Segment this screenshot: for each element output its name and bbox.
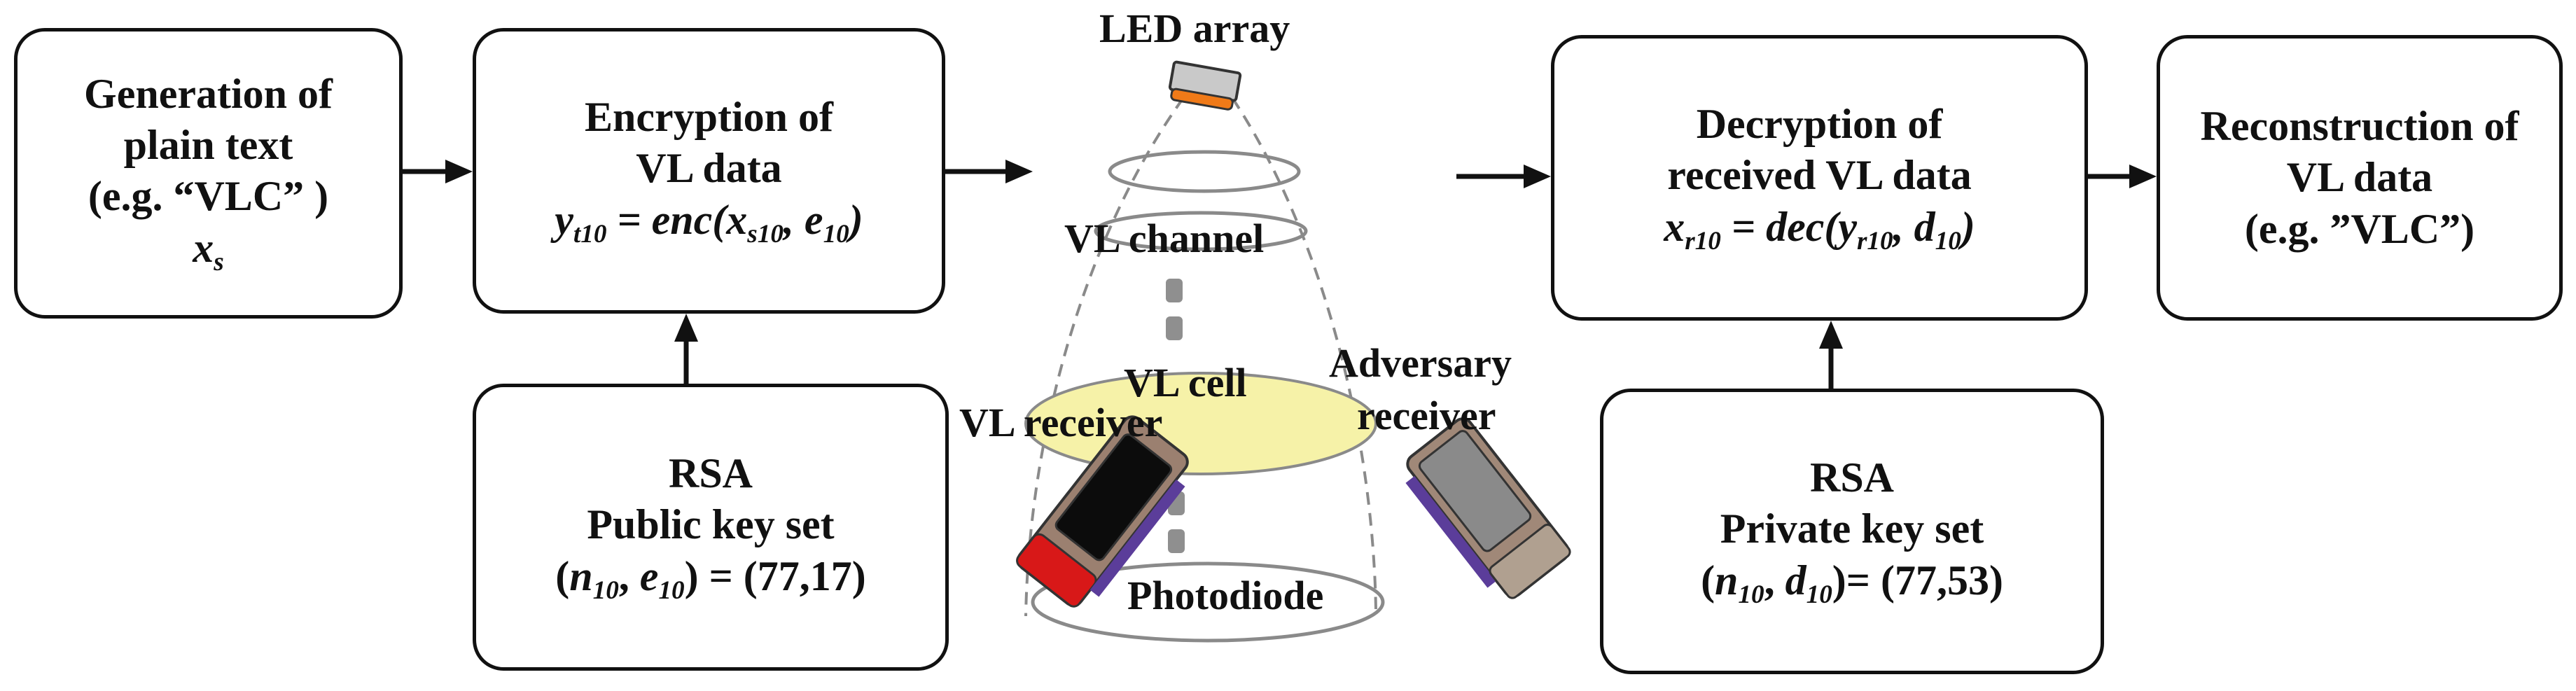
arrow-channel-to-decrypt [1456, 165, 1551, 188]
deq-d-sub: 10 [1935, 226, 1961, 256]
vl-receiver-phone-icon [1016, 415, 1189, 608]
plaintext-symbol: xs [193, 223, 223, 278]
deq-close: ) [1961, 203, 1975, 250]
decryption-box: Decryption of received VL data xr10 = de… [1551, 35, 2088, 321]
sk-n-sub: 10 [1738, 580, 1764, 609]
deq-y-sub: r10 [1856, 226, 1893, 256]
plaintext-line2: plain text [123, 122, 293, 169]
eq-e-sub: 10 [823, 219, 849, 249]
encryption-box: Encryption of VL data yt10 = enc(xs10, e… [473, 28, 945, 314]
reconstruction-line1: Reconstruction of [2200, 103, 2519, 150]
eq-y: y [555, 196, 573, 243]
pk-e-sub: 10 [658, 575, 685, 605]
reconstruction-line3: (e.g. ”VLC”) [2244, 205, 2475, 252]
deq-dec: = dec( [1720, 203, 1839, 250]
reconstruction-box: Reconstruction of VL data (e.g. ”VLC”) [2157, 35, 2563, 321]
public-key-line1: RSA [668, 450, 753, 497]
adversary-label-line2: receiver [1357, 393, 1496, 438]
eq-x-sub: s10 [747, 219, 784, 249]
eq-comma: , [783, 196, 805, 243]
arrow-private-key-to-decrypt [1819, 321, 1843, 389]
decryption-line2: received VL data [1667, 152, 1972, 199]
pk-n: n [569, 552, 593, 599]
led-array-icon [1168, 60, 1242, 111]
private-key-equation: (n10, d10)= (77,53) [1701, 555, 2003, 610]
private-key-line2: Private key set [1720, 505, 1984, 552]
vl-channel-label: VL channel [1064, 216, 1265, 261]
pk-open: ( [555, 552, 570, 599]
channel-ring-top [1108, 150, 1301, 193]
symbol-x-sub: s [214, 247, 224, 277]
deq-x-sub: r10 [1685, 226, 1721, 256]
vl-cell-label: VL cell [1124, 360, 1247, 405]
eq-y-sub: t10 [573, 219, 607, 249]
pk-values: ) = (77,17) [684, 552, 866, 599]
eq-enc: = enc( [606, 196, 727, 243]
symbol-x: x [193, 224, 214, 271]
sk-values: )= (77,53) [1832, 557, 2003, 603]
adversary-label-line1: Adversary [1329, 340, 1512, 386]
sk-n: n [1715, 557, 1739, 603]
pk-n-sub: 10 [592, 575, 619, 605]
deq-d: d [1914, 203, 1935, 250]
led-array-label: LED array [1099, 6, 1290, 51]
eq-close: ) [849, 196, 863, 243]
photodiode-label: Photodiode [1127, 573, 1324, 618]
deq-comma: , [1893, 203, 1914, 250]
deq-y: y [1838, 203, 1857, 250]
eq-e: e [804, 196, 823, 243]
sk-comma: , [1764, 557, 1785, 603]
sk-open: ( [1701, 557, 1715, 603]
eq-x: x [726, 196, 748, 243]
public-key-equation: (n10, e10) = (77,17) [555, 551, 866, 606]
decryption-equation: xr10 = dec(yr10, d10) [1664, 202, 1975, 257]
plaintext-generation-box: Generation of plain text (e.g. “VLC” ) x… [14, 28, 403, 319]
decryption-line1: Decryption of [1696, 101, 1943, 148]
plaintext-line3: (e.g. “VLC” ) [88, 173, 329, 220]
sk-d: d [1785, 557, 1806, 603]
pk-comma: , [618, 552, 640, 599]
arrow-decrypt-to-reconstruct [2088, 165, 2157, 188]
plaintext-line1: Generation of [84, 71, 333, 118]
adversary-phone-icon [1405, 417, 1571, 599]
encryption-line1: Encryption of [584, 94, 834, 141]
sk-d-sub: 10 [1806, 580, 1832, 609]
arrow-public-key-to-encrypt [674, 314, 698, 384]
pk-e: e [639, 552, 659, 599]
encryption-equation: yt10 = enc(xs10, e10) [555, 195, 863, 250]
vl-receiver-label: VL receiver [959, 400, 1163, 445]
arrow-plaintext-to-encrypt [403, 160, 473, 183]
arrow-encrypt-to-led [945, 160, 1033, 183]
private-key-box: RSA Private key set (n10, d10)= (77,53) [1600, 389, 2104, 674]
channel-ring-middle [1094, 211, 1308, 251]
encryption-line2: VL data [636, 145, 782, 192]
reconstruction-line2: VL data [2286, 154, 2433, 201]
deq-x: x [1664, 203, 1685, 250]
public-key-line2: Public key set [587, 501, 835, 548]
private-key-line1: RSA [1809, 454, 1895, 501]
public-key-box: RSA Public key set (n10, e10) = (77,17) [473, 384, 949, 671]
photodiode-ring [1031, 561, 1385, 643]
